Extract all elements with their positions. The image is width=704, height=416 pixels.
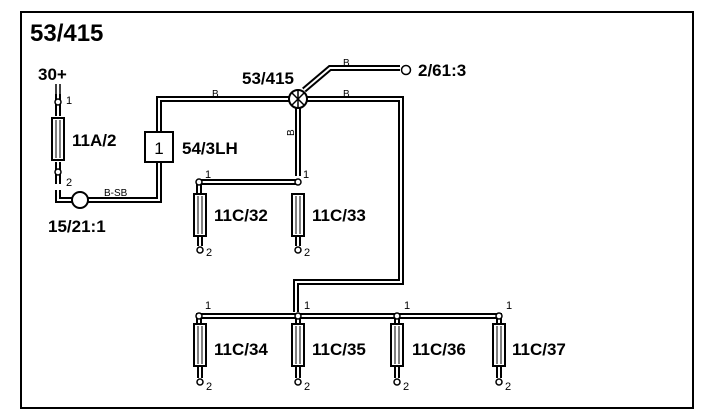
fuse-11a2 [51,117,65,161]
svg-text:1: 1 [205,169,211,181]
fuse-11c36-label: 11C/36 [412,340,466,359]
fuse-11c37 [492,323,506,367]
terminal-circles [54,64,503,386]
svg-text:2: 2 [304,247,310,259]
connector-far-label: 2/61:3 [418,61,466,80]
svg-text:B-SB: B-SB [104,188,128,199]
fuse-11c32-label: 11C/32 [214,206,268,225]
fuse-11c34 [193,323,207,367]
component-box [144,131,174,163]
svg-text:1: 1 [303,169,309,181]
svg-text:B: B [212,89,219,100]
supply-label: 30+ [38,65,67,84]
svg-text:2: 2 [206,247,212,259]
fuse-11c32 [193,193,207,237]
svg-text:1: 1 [205,300,211,312]
svg-text:2: 2 [66,177,72,189]
svg-text:1: 1 [404,300,410,312]
svg-text:2: 2 [304,381,310,393]
svg-text:B: B [286,129,297,136]
svg-text:2: 2 [403,381,409,393]
svg-text:B: B [343,89,350,100]
wire-harness [55,65,502,378]
svg-text:1: 1 [304,300,310,312]
splice-icon [288,89,308,109]
fuse-11c35 [291,323,305,367]
svg-text:2: 2 [206,381,212,393]
pin-labels: 1 2 1 1 2 2 1 1 1 1 2 2 2 2 [66,95,512,393]
svg-text:2: 2 [505,381,511,393]
fuse-11c34-label: 11C/34 [214,340,268,359]
fuse-11c33-label: 11C/33 [312,206,366,225]
box-number: 1 [154,139,163,158]
diagram-frame [20,11,694,409]
box-label: 54/3LH [182,139,238,158]
fuse-11a2-label: 11A/2 [72,131,116,150]
splice-label: 53/415 [242,69,294,88]
fuse-11c37-label: 11C/37 [512,340,566,359]
svg-text:1: 1 [506,300,512,312]
ground-label: 15/21:1 [48,217,106,236]
ground-connector-icon [71,191,89,209]
svg-text:1: 1 [66,95,72,107]
diagram-title: 53/415 [30,20,103,47]
fuse-11c36 [390,323,404,367]
wire-color-labels: B B B B-SB B [104,58,350,199]
fuse-11c33 [291,193,305,237]
svg-text:B: B [343,58,350,69]
fuse-11c35-label: 11C/35 [312,340,366,359]
